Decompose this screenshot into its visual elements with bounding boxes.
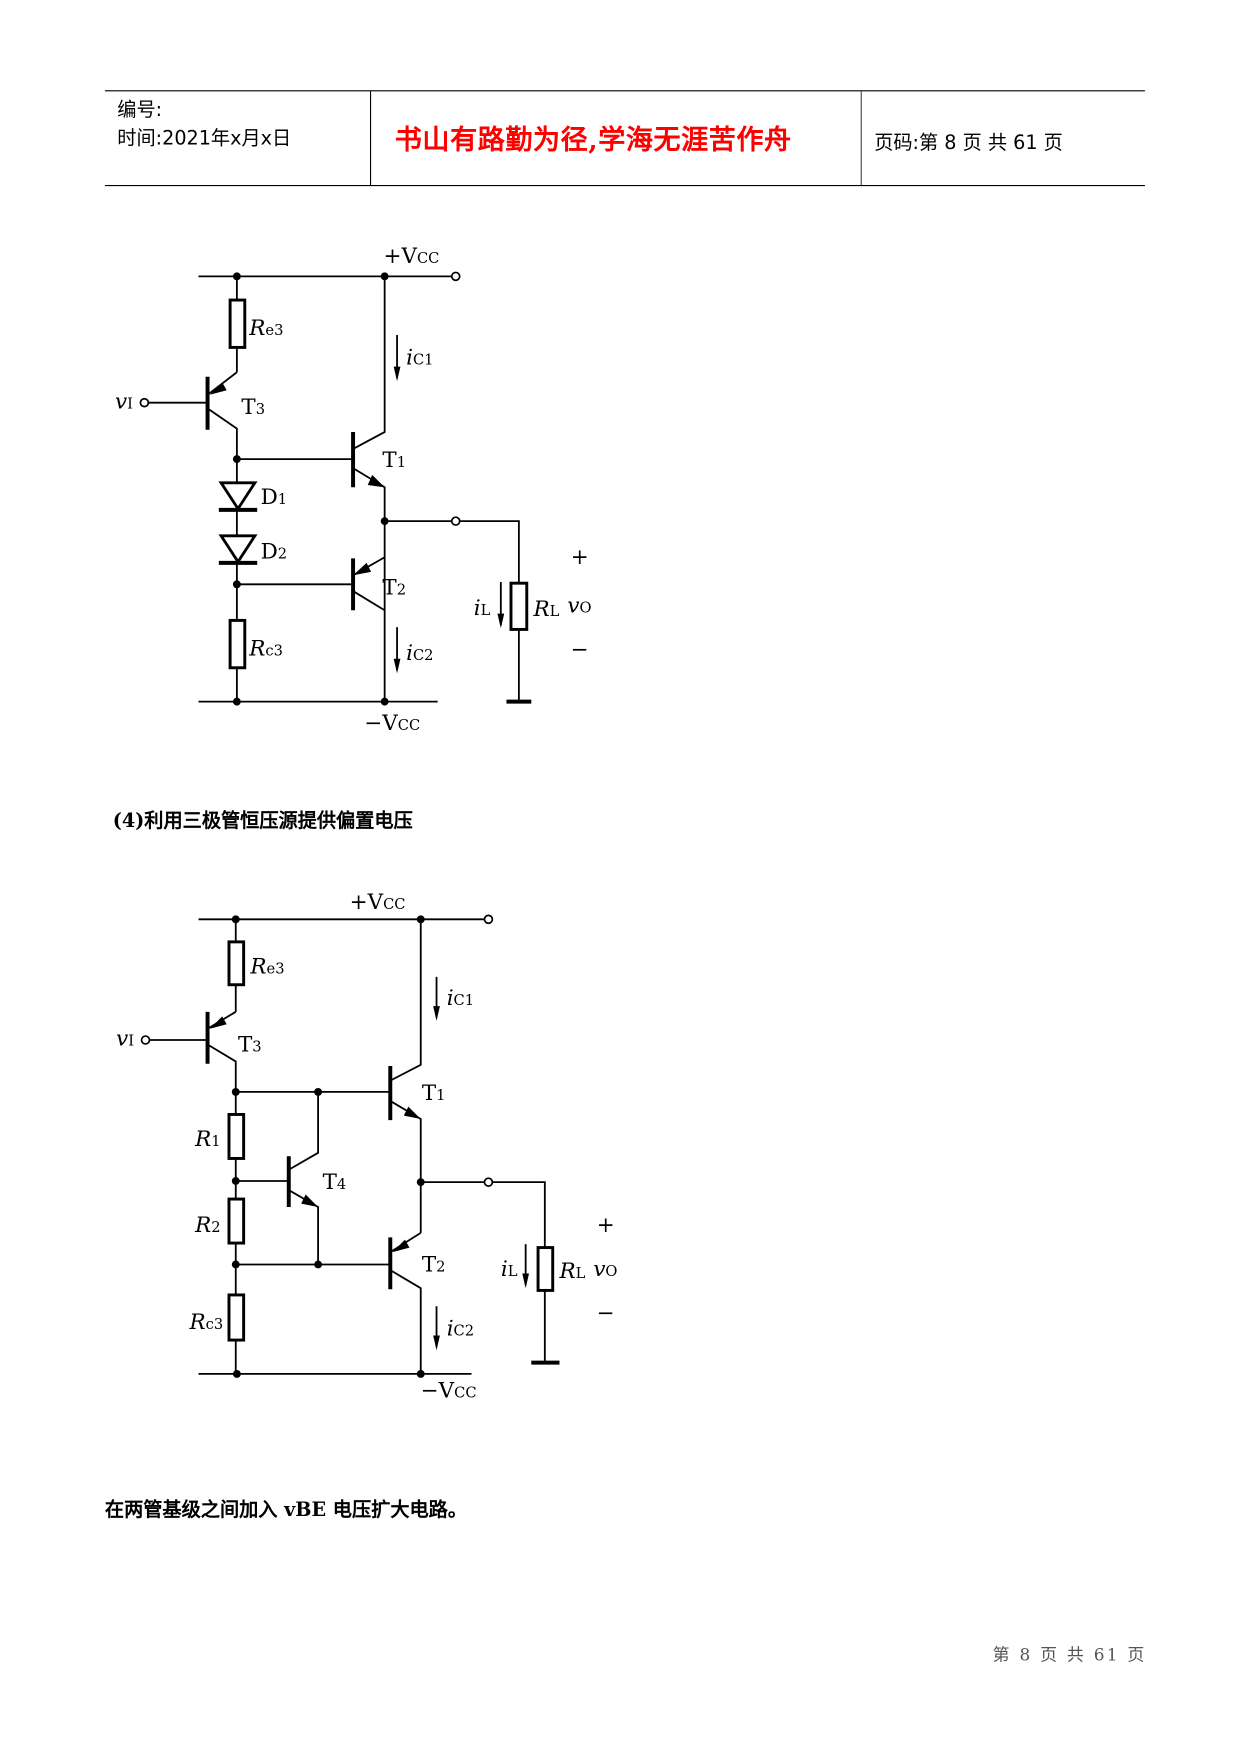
c1-rl-label: RL [533,597,560,622]
c1-ic1-label: iC1 [406,345,433,370]
c1-plus-label: + [571,545,589,570]
header-table [104,90,1145,187]
c1-vcc-pos-label: +VCC [384,244,440,269]
c1-rc3-label: Rc3 [248,636,283,661]
c1-vcc-neg-label: −VCC [364,711,420,736]
c1-t1-label: T1 [382,448,406,473]
section-heading: (4)利用三极管恒压源提供偏置电压 [112,809,413,833]
header-divider [860,91,862,185]
c1-il-label: iL [474,596,491,621]
c1-re3-label: Re3 [248,316,283,341]
circuit2-wires [140,914,560,1378]
c2-vcc-pos-label: +VCC [350,890,406,915]
c2-il-label: iL [501,1257,518,1282]
c1-t2-label: T2 [382,575,406,600]
c1-vi-label: vI [115,389,133,414]
c2-re3-label: Re3 [249,954,284,979]
document-number-label: 编号: [117,99,163,122]
page-footer: 第 8 页 共 61 页 [992,1644,1147,1665]
c2-rl-label: RL [558,1259,585,1284]
c1-minus-label: − [571,637,589,662]
c2-rc3-label: Rc3 [189,1310,224,1335]
c2-minus-label: − [597,1301,615,1326]
c2-t1-label: T1 [422,1081,446,1106]
c2-plus-label: + [597,1213,615,1238]
c2-r2-label: R2 [194,1213,220,1238]
c1-ic2-label: iC2 [406,641,433,666]
header-page-info: 页码:第 8 页 共 61 页 [874,131,1063,155]
document-date: 时间:2021年x月x日 [117,127,292,151]
c2-vi-label: vI [116,1027,134,1052]
c1-d2-label: D2 [261,539,288,564]
c2-t4-label: T4 [323,1170,347,1195]
circuit1-wires [139,271,532,706]
c2-ic1-label: iC1 [447,986,474,1011]
c2-vcc-neg-label: −VCC [421,1379,477,1404]
c1-t3-label: T3 [241,395,265,420]
c2-vo-label: vO [593,1257,617,1282]
c2-r1-label: R1 [194,1127,220,1152]
header-divider [369,91,372,185]
c2-t2-label: T2 [422,1252,446,1277]
body-text: 在两管基级之间加入 vBE 电压扩大电路。 [104,1499,468,1522]
header-motto: 书山有路勤为径,学海无涯苦作舟 [394,122,792,156]
c2-ic2-label: iC2 [447,1317,474,1342]
c1-vo-label: vO [567,594,591,619]
c1-d1-label: D1 [261,485,288,510]
c2-t3-label: T3 [238,1032,262,1057]
